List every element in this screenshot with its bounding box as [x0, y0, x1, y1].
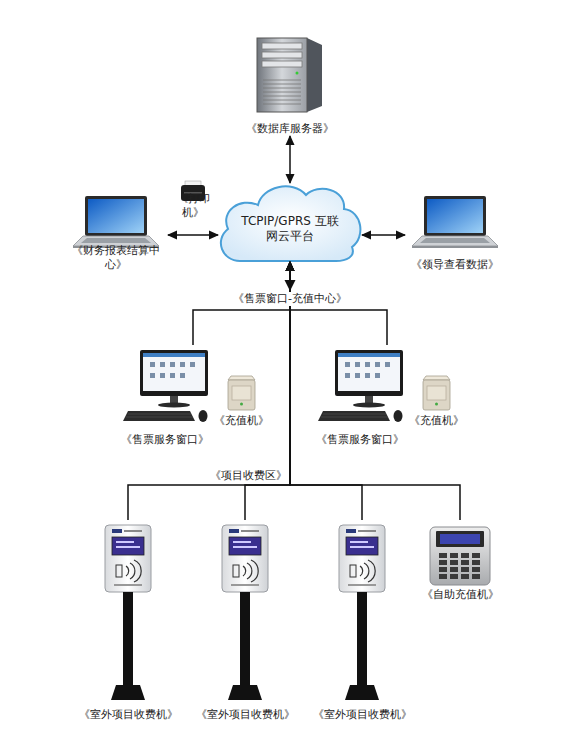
node-caption: 《打印机》 [168, 192, 218, 220]
connector-line [128, 262, 290, 520]
node-caption: 《室外项目收费机》 [192, 708, 298, 722]
terminal-node: 《室外项目收费机》 [192, 520, 298, 722]
workstation-illustration [123, 350, 255, 422]
workstation-illustration [318, 350, 450, 422]
connector-line [290, 262, 460, 520]
connector-line [290, 262, 387, 345]
node-caption: 《充值机》 [214, 414, 269, 428]
node-caption: 《自助充值机》 [420, 588, 500, 602]
arrow-head [285, 280, 296, 291]
computer-node: 《领导查看数据》 [405, 190, 505, 272]
node-text: TCPIP/GPRS 互联网云平台 [238, 214, 342, 244]
kiosk-illustration [430, 527, 490, 585]
connector-line [289, 136, 291, 183]
kiosk-node: 《自助充值机》 [420, 520, 500, 602]
server-illustration [257, 38, 322, 112]
node-caption: 《售票服务窗口》 [118, 433, 212, 447]
connector-line [168, 234, 218, 236]
cloud-shape [221, 186, 361, 261]
cloud-node: TCPIP/GPRS 互联网云平台 [218, 183, 362, 262]
computer-node: 《财务报表结算中心》 [64, 190, 168, 272]
terminal-illustration [105, 525, 151, 700]
node-caption: 《充值机》 [409, 414, 464, 428]
laptop-illustration [73, 196, 159, 248]
connector-group [128, 136, 460, 520]
terminal-node: 《室外项目收费机》 [75, 520, 181, 722]
workstation-node: 《售票服务窗口》 [118, 345, 212, 447]
node-caption: 《领导查看数据》 [405, 258, 505, 272]
node-caption: 《数据库服务器》 [240, 122, 340, 136]
section-label: 《售票窗口-充值中心》 [230, 292, 350, 306]
connector-line [362, 234, 405, 236]
connector-line [193, 262, 290, 345]
connector-line [245, 262, 290, 520]
laptop-illustration [412, 196, 498, 248]
node-caption: 《室外项目收费机》 [309, 708, 415, 722]
node-caption: 《室外项目收费机》 [75, 708, 181, 722]
terminal-illustration [339, 525, 385, 700]
node-caption: 《售票服务窗口》 [313, 433, 407, 447]
recharger-node: 《充值机》 [214, 374, 269, 428]
server-node: 《数据库服务器》 [240, 30, 340, 136]
terminal-illustration [222, 525, 268, 700]
terminal-node: 《室外项目收费机》 [309, 520, 415, 722]
workstation-node: 《售票服务窗口》 [313, 345, 407, 447]
section-label: 《项目收费区》 [205, 469, 287, 483]
printer-node: 《打印机》 [168, 176, 218, 220]
recharger-node: 《充值机》 [409, 374, 464, 428]
node-caption: 《财务报表结算中心》 [64, 244, 168, 272]
connector-line [290, 262, 362, 520]
